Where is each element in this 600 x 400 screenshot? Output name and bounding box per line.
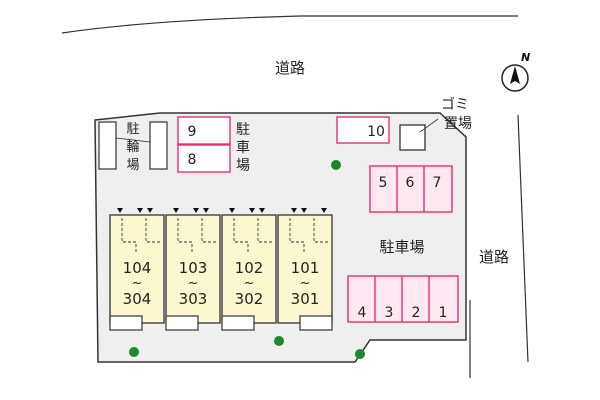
bicycle-label-2: 輪 — [126, 139, 139, 155]
parking-top-label-3: 場 — [236, 158, 250, 174]
unit-101-301: 101 ~ 301 — [277, 208, 333, 331]
parking-space-2-label: 2 — [412, 305, 421, 321]
unit-102-302-block — [221, 214, 277, 324]
garbage-box — [399, 124, 426, 151]
bicycle-label-3: 場 — [126, 158, 139, 173]
unit-301-label: 301 — [291, 290, 320, 308]
parking-right-lower-frame — [347, 275, 459, 323]
unit-104-label: 104 — [123, 259, 152, 277]
garbage-area: ゴミ 置場 — [399, 96, 472, 151]
unit-102-tilde: ~ — [244, 276, 255, 291]
road-top-label: 道路 — [275, 59, 305, 77]
compass-icon: N — [501, 51, 530, 92]
unit-104-304-block — [109, 214, 165, 324]
parking-space-1-label: 1 — [439, 305, 448, 321]
parking-space-8-label: 8 — [188, 152, 197, 168]
unit-101-label: 101 — [291, 259, 320, 277]
unit-104-tilde: ~ — [132, 276, 143, 291]
tree-icon — [274, 336, 284, 346]
unit-102-entrance — [221, 315, 255, 331]
parking-top-label-2: 車 — [236, 139, 250, 156]
unit-102-label: 102 — [235, 259, 264, 277]
unit-103-tilde: ~ — [188, 276, 199, 291]
unit-103-303-block — [165, 214, 221, 324]
unit-103-label: 103 — [179, 259, 208, 277]
unit-302-label: 302 — [235, 290, 264, 308]
unit-103-303: 103 ~ 303 — [165, 208, 221, 331]
tree-icon — [331, 160, 341, 170]
parking-right-upper-frame — [369, 165, 453, 213]
parking-right-lower: 4 3 2 1 — [347, 275, 459, 323]
bicycle-label-1: 駐 — [126, 122, 139, 137]
unit-101-301-block — [277, 214, 333, 324]
unit-304-label: 304 — [123, 290, 152, 308]
top-road-edge — [61, 15, 518, 34]
parking-space-4-label: 4 — [358, 305, 367, 321]
parking-right-label: 駐車場 — [379, 238, 424, 256]
garbage-label-1: ゴミ — [441, 96, 469, 113]
unit-103-entrance — [165, 315, 199, 331]
bicycle-rack-right — [149, 121, 168, 170]
parking-space-10 — [336, 116, 390, 144]
unit-303-label: 303 — [179, 290, 208, 308]
tree-icon — [129, 347, 139, 357]
unit-102-302: 102 ~ 302 — [221, 208, 277, 331]
parking-space-9-label: 9 — [188, 124, 197, 140]
parking-space-5-label: 5 — [379, 175, 388, 191]
unit-101-tilde: ~ — [300, 276, 311, 291]
parking-space-7-label: 7 — [433, 175, 442, 191]
parking-space-9 — [177, 116, 231, 145]
road-right-label: 道路 — [479, 248, 509, 266]
parking-right-upper: 5 6 7 — [369, 165, 453, 213]
parking-space-10-label: 10 — [367, 124, 385, 140]
bicycle-parking: 駐 輪 場 — [98, 121, 168, 173]
unit-104-entrance — [109, 315, 143, 331]
garbage-label-2: 置場 — [444, 116, 472, 132]
apartment-building: 104 ~ 304 103 ~ 303 102 ~ 302 — [109, 208, 333, 331]
parking-space-8 — [177, 144, 231, 173]
parking-top: 9 8 駐 車 場 — [177, 116, 250, 174]
unit-101-entrance — [299, 315, 333, 331]
unit-104-304: 104 ~ 304 — [109, 208, 165, 331]
right-road-edge — [517, 114, 529, 363]
bicycle-rack-left — [98, 121, 117, 170]
compass-north-label: N — [521, 51, 530, 64]
parking-space-3-label: 3 — [385, 305, 394, 321]
parking-space-6-label: 6 — [406, 175, 415, 191]
parking-top-label-1: 駐 — [236, 122, 250, 138]
tree-icon — [355, 349, 365, 359]
